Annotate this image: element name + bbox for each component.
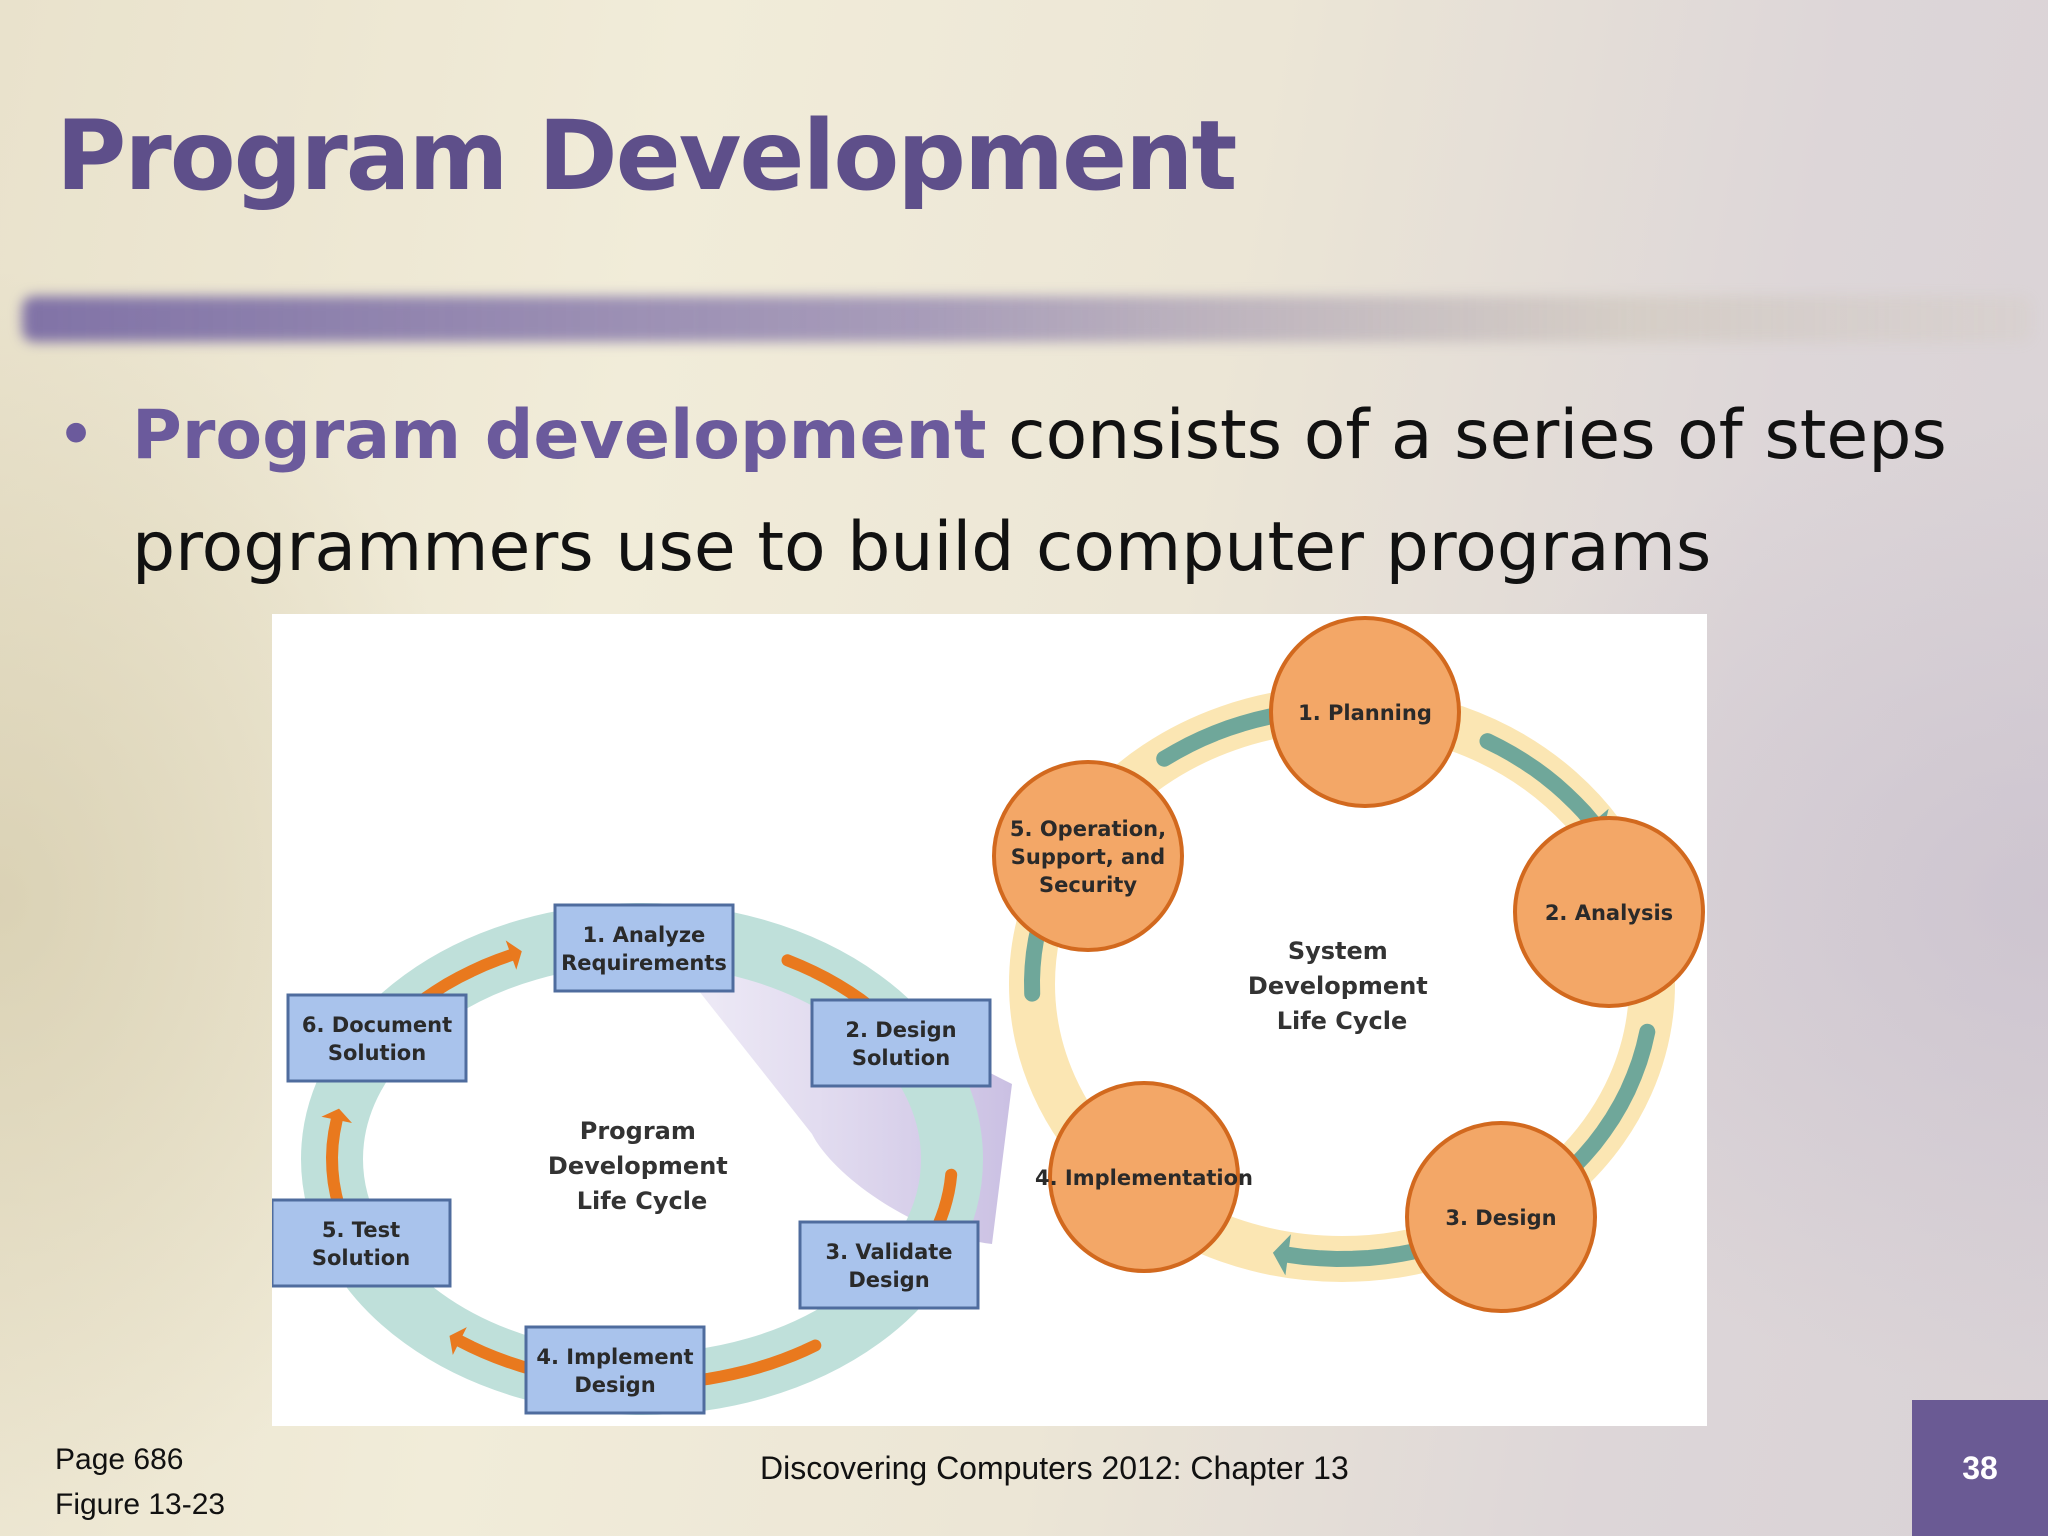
- system-arrow-2: [1479, 733, 1601, 831]
- figure-panel: Program Development Life Cycle System De…: [272, 614, 1707, 1426]
- svg-text:4. Implementation: 4. Implementation: [1035, 1166, 1253, 1190]
- program-arrow-head-1: [505, 940, 522, 970]
- bullet-point: • Program development consists of a seri…: [56, 380, 2006, 604]
- svg-text:2. Analysis: 2. Analysis: [1545, 901, 1673, 925]
- bullet-rest: consists of a series of steps programmer…: [132, 396, 1947, 587]
- system-arrow-head-4: [1272, 1234, 1291, 1276]
- program-arrow-head-6: [321, 1108, 352, 1123]
- svg-text:1. Planning: 1. Planning: [1298, 701, 1432, 725]
- caption-figure: Figure 13-23: [55, 1488, 226, 1521]
- svg-text:3. Design: 3. Design: [1445, 1206, 1556, 1230]
- program-arrow-4: [689, 1339, 822, 1387]
- page-number: 38: [1962, 1449, 1998, 1486]
- system-phase-4: 4. Implementation: [1035, 1081, 1253, 1273]
- program-arrow-head-5: [449, 1327, 467, 1355]
- system-phase-3: 3. Design: [1405, 1121, 1597, 1313]
- slide-title: Program Development: [56, 100, 1237, 212]
- bullet-term: Program development: [132, 396, 987, 475]
- system-phase-2: 2. Analysis: [1513, 816, 1705, 1008]
- caption-page: Page 686: [55, 1443, 184, 1476]
- page-number-badge: 38: [1912, 1400, 2048, 1536]
- bullet-text: Program development consists of a series…: [132, 380, 2006, 604]
- title-divider: [22, 296, 2032, 342]
- life-cycle-diagram: Program Development Life Cycle System De…: [272, 616, 1705, 1415]
- system-arrow-3: [1564, 1023, 1656, 1176]
- system-cycle-label: System Development Life Cycle: [1248, 937, 1436, 1035]
- footer-text: Discovering Computers 2012: Chapter 13: [760, 1450, 1349, 1486]
- bullet-icon: •: [56, 396, 97, 475]
- system-phase-1: 1. Planning: [1269, 616, 1461, 808]
- program-cycle-label: Program Development Life Cycle: [548, 1117, 736, 1215]
